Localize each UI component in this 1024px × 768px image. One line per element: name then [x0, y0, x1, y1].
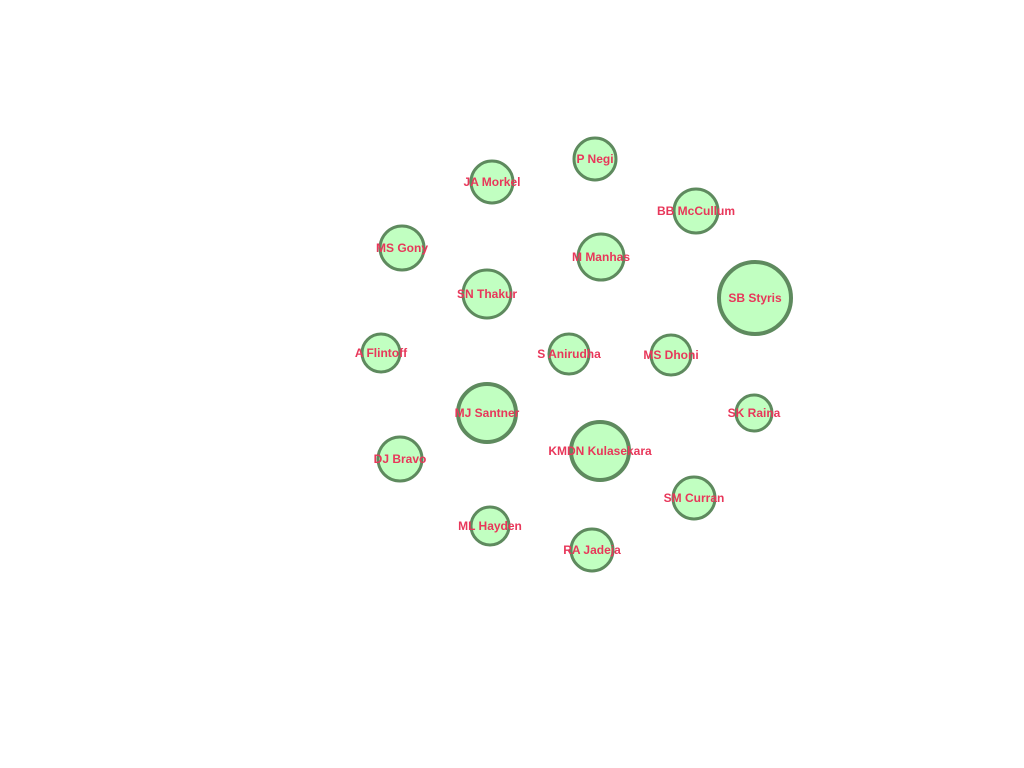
node-label: A Flintoff: [355, 346, 408, 360]
node-label: KMDN Kulasekara: [548, 444, 652, 458]
node-label: DJ Bravo: [374, 452, 427, 466]
node-circle[interactable]: [717, 260, 793, 336]
node-label: M Manhas: [572, 250, 630, 264]
node-bb-mccullum[interactable]: BB McCullum: [657, 187, 735, 235]
node-label: MS Gony: [376, 241, 428, 255]
node-ms-dhoni[interactable]: MS Dhoni: [643, 333, 699, 377]
node-circle[interactable]: [649, 333, 693, 377]
node-label: SK Raina: [728, 406, 781, 420]
node-sm-curran[interactable]: SM Curran: [664, 475, 725, 521]
node-circle[interactable]: [572, 136, 618, 182]
node-label: S Anirudha: [537, 347, 601, 361]
node-circle[interactable]: [671, 475, 717, 521]
node-circle[interactable]: [360, 332, 402, 374]
node-circle[interactable]: [547, 332, 591, 376]
node-label: P Negi: [576, 152, 613, 166]
node-ms-gony[interactable]: MS Gony: [376, 224, 428, 272]
node-m-manhas[interactable]: M Manhas: [572, 232, 630, 282]
node-label: SB Styris: [728, 291, 782, 305]
node-label: SM Curran: [664, 491, 725, 505]
node-ja-morkel[interactable]: JA Morkel: [464, 159, 521, 205]
node-label: ML Hayden: [458, 519, 522, 533]
node-dj-bravo[interactable]: DJ Bravo: [374, 435, 427, 483]
node-label: MS Dhoni: [643, 348, 698, 362]
node-circle[interactable]: [672, 187, 720, 235]
node-ml-hayden[interactable]: ML Hayden: [458, 505, 522, 547]
node-sn-thakur[interactable]: SN Thakur: [457, 268, 517, 320]
node-label: RA Jadeja: [563, 543, 621, 557]
node-circle[interactable]: [569, 420, 631, 482]
node-sb-styris[interactable]: SB Styris: [717, 260, 793, 336]
node-mj-santner[interactable]: MJ Santner: [455, 382, 520, 444]
node-circle[interactable]: [469, 159, 515, 205]
node-kmdn-kulasekara[interactable]: KMDN Kulasekara: [548, 420, 652, 482]
node-circle[interactable]: [456, 382, 518, 444]
node-s-anirudha[interactable]: S Anirudha: [537, 332, 601, 376]
node-label: BB McCullum: [657, 204, 735, 218]
node-ra-jadeja[interactable]: RA Jadeja: [563, 527, 621, 573]
node-circle[interactable]: [376, 435, 424, 483]
node-label: SN Thakur: [457, 287, 517, 301]
node-a-flintoff[interactable]: A Flintoff: [355, 332, 408, 374]
node-label: MJ Santner: [455, 406, 520, 420]
node-label: JA Morkel: [464, 175, 521, 189]
nodes-layer: P Negi JA Morkel BB McCullum MS Gony M Manha…: [355, 136, 793, 573]
node-circle[interactable]: [734, 393, 774, 433]
node-circle[interactable]: [461, 268, 513, 320]
node-p-negi[interactable]: P Negi: [572, 136, 618, 182]
node-sk-raina[interactable]: SK Raina: [728, 393, 781, 433]
node-circle[interactable]: [576, 232, 626, 282]
node-circle[interactable]: [378, 224, 426, 272]
node-circle[interactable]: [469, 505, 511, 547]
node-circle[interactable]: [569, 527, 615, 573]
